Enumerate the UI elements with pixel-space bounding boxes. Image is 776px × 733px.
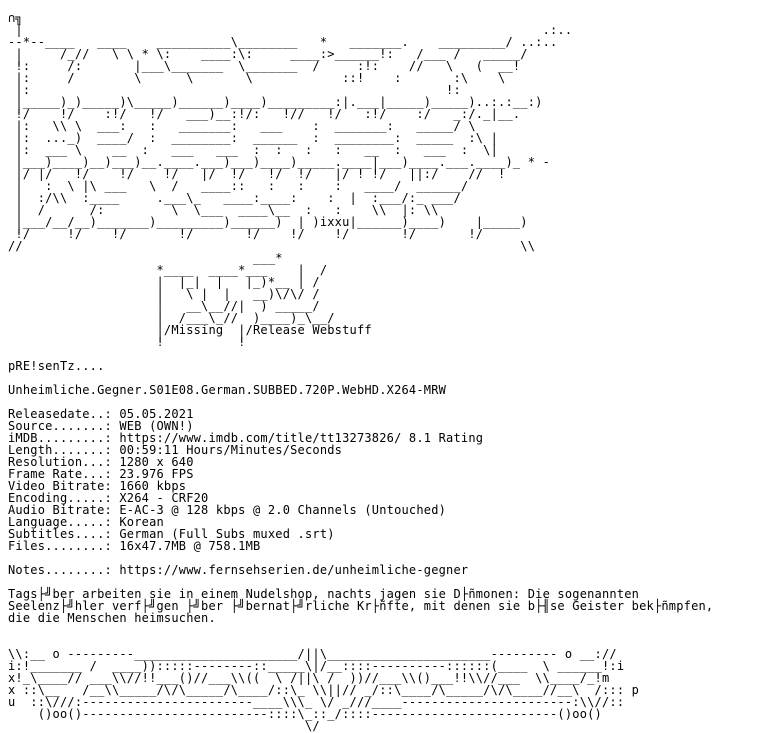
footer-art-line: \/ — [8, 719, 320, 733]
info-release-date: Releasedate..: 05.05.2021 — [8, 407, 194, 421]
logo-line: !/ !/ :!/ !/ ___)__:!/: !// !/ :!/ :/ _:… — [8, 107, 521, 121]
sublogo-line: | |_| | |_)*__ | / — [8, 275, 320, 289]
description-line: die die Menschen heimsuchen. — [8, 611, 216, 625]
logo-line: !/ !/ !/ !/ !/ !/ !/ !/ !/ — [8, 227, 484, 241]
sublogo-line: | /___\_// )____)_\__/ — [8, 311, 335, 325]
sublogo-line: ! ! — [8, 335, 246, 349]
logo-line: | /_// \ \ * \: ____:\: ____:>______!: /… — [8, 47, 528, 61]
logo-line: |: ..._) ____/ : ________: ______ : ____… — [8, 131, 499, 145]
sublogo-line: | __\__//| ) _____/ — [8, 299, 320, 313]
footer-art-line: x ::\__ /__\\_____/\/\_____/\____/::\_ \… — [8, 683, 640, 697]
logo-line: |: / \ \ \ ::! : :\ \ — [8, 71, 506, 85]
intro-text: pRE!senTz.... — [8, 359, 105, 373]
footer-art-line: \\:__ o ---------______________________/… — [8, 647, 617, 661]
logo-line: | :/\\ :____ .___\_ ____:____: : | :___/… — [8, 191, 461, 205]
sublogo-line: *____ ____*___ | / — [8, 263, 328, 277]
logo-line: |: ___ \ __ : ___ ___ : : : : __ : ___ :… — [8, 143, 499, 157]
blank-line — [8, 348, 713, 360]
footer-art-line: i:!_______ / ____)):::::--------::_____\… — [8, 659, 625, 673]
logo-line: |___)____)__)___)__.____.___)___)____)__… — [8, 155, 550, 169]
notes-line: Notes........: https://www.fernsehserien… — [8, 563, 469, 577]
info-encoding: Encoding.....: X264 - CRF20 — [8, 491, 209, 505]
info-video-bitrate: Video Bitrate: 1660 kbps — [8, 479, 187, 493]
info-audio-bitrate: Audio Bitrate: E-AC-3 @ 128 kbps @ 2.0 C… — [8, 503, 447, 517]
info-language: Language.....: Korean — [8, 515, 164, 529]
info-imdb: iMDB.........: https://www.imdb.com/titl… — [8, 431, 484, 445]
logo-line: | / /: \ \___ ____\__ : : \\ |: \\ — [8, 203, 439, 217]
logo-line: // \\ — [8, 239, 536, 253]
logo-line: |/ |/ !/ !/ !/ |/ !/ !/ !/ |/ ! !/ ||:/ … — [8, 167, 506, 181]
info-files: Files........: 16x47.7MB @ 758.1MB — [8, 539, 261, 553]
info-subtitles: Subtitles....: German (Full Subs muxed .… — [8, 527, 335, 541]
footer-art-line: x!_\____// ___\\//!!___()//___\\(( \ /||… — [8, 671, 610, 685]
logo-line: !: /: |___\_______ \_______ / :!: // \ (… — [8, 59, 521, 73]
info-source: Source.......: WEB (OWN!) — [8, 419, 194, 433]
logo-line: | : \ |\ ___ \ / ____:: : : : ____/ ____… — [8, 179, 469, 193]
info-frame-rate: Frame Rate...: 23.976 FPS — [8, 467, 194, 481]
footer-art-line: u ::\///:-----------------------____\\\_… — [8, 695, 625, 709]
sublogo-line: | \ | | __)\/\/ / — [8, 287, 320, 301]
info-length: Length.......: 00:59:11 Hours/Minutes/Se… — [8, 443, 343, 457]
info-resolution: Resolution...: 1280 x 640 — [8, 455, 194, 469]
blank-line — [8, 624, 713, 636]
logo-line: |_____)_)_____)\_____)______)____)______… — [8, 95, 543, 109]
nfo-text-block: ∩╗ | .:..--*--____ ____ __________\_____… — [8, 12, 713, 732]
release-name: Unheimliche.Gegner.S01E08.German.SUBBED.… — [8, 383, 447, 397]
description-line: Tags├╝ber arbeiten sie in einem Nudelsho… — [8, 587, 640, 601]
footer-art-line: ()oo()-------------------------::::\_::_… — [8, 707, 602, 721]
logo-line: ∩╗ — [8, 11, 23, 25]
logo-line: |: !: — [8, 83, 461, 97]
logo-line: |___/__/__)_______)_________)______) | )… — [8, 215, 528, 229]
sublogo-line: ___* — [8, 251, 283, 265]
description-line: Seelenz├╝hler verf├╝gen ├╝ber ├╝bernat├╝… — [8, 599, 714, 613]
logo-line: --*--____ ____ __________\________ * ___… — [8, 35, 558, 49]
sublogo-line: |/Missing |/Release Webstuff — [8, 323, 372, 337]
logo-line: |: \\ \ ___: : _______: ___ : _______: _… — [8, 119, 476, 133]
logo-line: | .:.. — [8, 23, 573, 37]
